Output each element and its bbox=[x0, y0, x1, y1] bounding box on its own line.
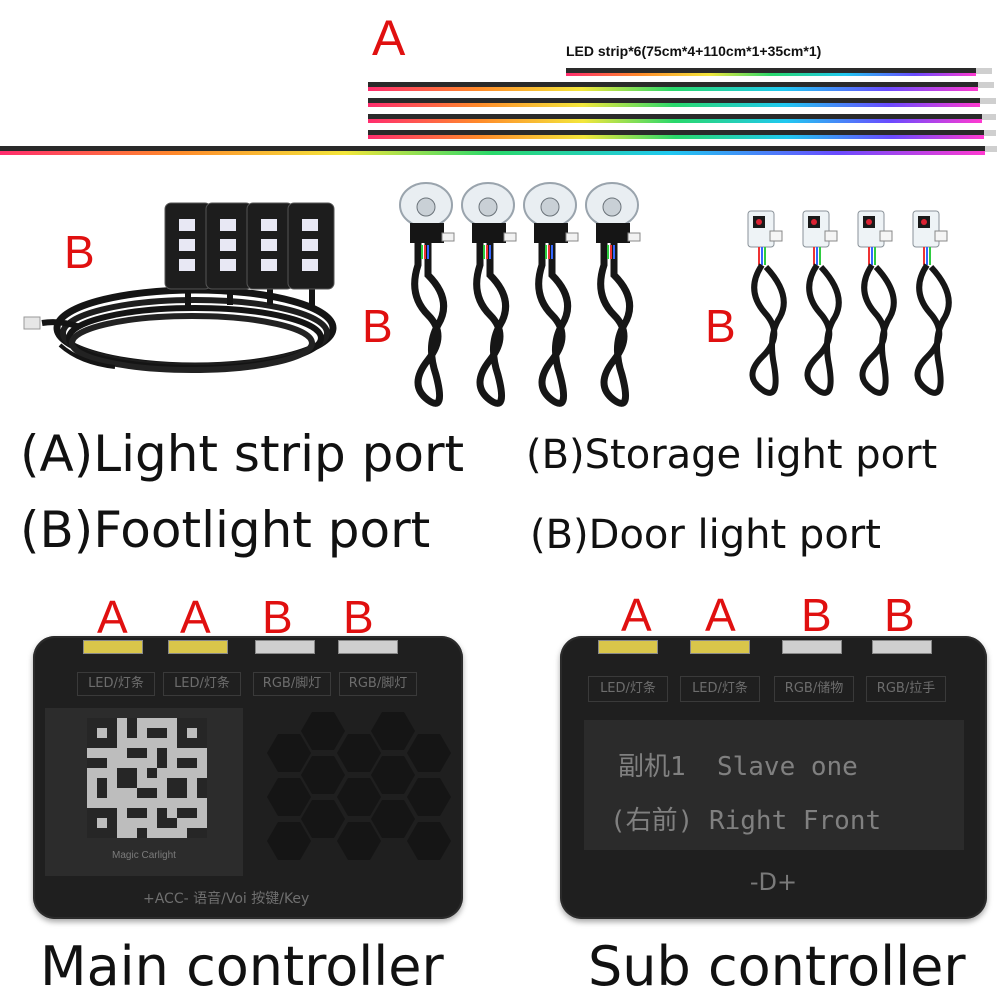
sub-controller-body: LED/灯条 LED/灯条 RGB/储物 RGB/拉手 副机1 Slave on… bbox=[560, 636, 987, 919]
caption-storage-light-port: (B)Storage light port bbox=[526, 432, 938, 478]
led-strips bbox=[0, 68, 997, 155]
main-port-connector-4 bbox=[338, 640, 398, 654]
sub-port-connector-4 bbox=[872, 640, 932, 654]
main-port-letter-4: B bbox=[343, 591, 374, 643]
hex-button bbox=[337, 822, 381, 860]
caption-light-strip-port: (A)Light strip port bbox=[20, 425, 465, 483]
hex-button bbox=[407, 734, 451, 772]
hex-button-grid bbox=[259, 704, 451, 884]
storage-letter-b: B bbox=[362, 300, 393, 352]
sub-port-connector-2 bbox=[690, 640, 750, 654]
main-port-letter-3: B bbox=[262, 591, 293, 643]
caption-footlight-port: (B)Footlight port bbox=[20, 501, 431, 559]
footlight-letter-b: B bbox=[64, 226, 95, 278]
main-port-tag-3: RGB/脚灯 bbox=[253, 672, 331, 696]
sub-port-tag-3: RGB/储物 bbox=[774, 676, 854, 702]
sub-port-connector-3 bbox=[782, 640, 842, 654]
hex-button bbox=[371, 712, 415, 750]
sub-port-letter-4: B bbox=[884, 589, 915, 641]
main-controller-body: LED/灯条 LED/灯条 RGB/脚灯 RGB/脚灯 Magic Carlig… bbox=[33, 636, 463, 919]
sub-line-slave-one: 副机1 Slave one bbox=[618, 752, 858, 782]
sub-port-tag-1: LED/灯条 bbox=[588, 676, 668, 702]
main-port-tag-1: LED/灯条 bbox=[77, 672, 155, 696]
hex-button bbox=[267, 734, 311, 772]
hex-button bbox=[337, 734, 381, 772]
hex-button bbox=[371, 800, 415, 838]
main-port-tag-2: LED/灯条 bbox=[163, 672, 241, 696]
led-strip-3 bbox=[368, 98, 980, 107]
sub-port-letter-3: B bbox=[801, 589, 832, 641]
hex-button bbox=[407, 822, 451, 860]
main-port-connector-1 bbox=[83, 640, 143, 654]
led-strip-1 bbox=[566, 68, 976, 76]
hex-button bbox=[267, 822, 311, 860]
sub-port-letter-2: A bbox=[705, 589, 736, 641]
main-port-tag-4: RGB/脚灯 bbox=[339, 672, 417, 696]
led-strip-6 bbox=[0, 146, 985, 155]
sub-info-panel: 副机1 Slave one (右前) Right Front bbox=[584, 720, 964, 850]
sub-bottom-label: -D+ bbox=[749, 868, 798, 896]
qr-code-icon bbox=[87, 718, 207, 838]
hex-button bbox=[301, 756, 345, 794]
footlight-module-image bbox=[23, 202, 337, 373]
main-qr-panel: Magic Carlight bbox=[45, 708, 243, 876]
storage-light-image bbox=[398, 170, 673, 420]
main-bottom-label: +ACC- 语音/Voi 按键/Key bbox=[143, 891, 310, 907]
main-port-letter-1: A bbox=[97, 591, 128, 643]
hex-button bbox=[301, 712, 345, 750]
sub-port-connector-1 bbox=[598, 640, 658, 654]
hex-button bbox=[407, 778, 451, 816]
hex-button bbox=[267, 778, 311, 816]
hex-button bbox=[337, 778, 381, 816]
hex-button bbox=[371, 756, 415, 794]
main-port-connector-3 bbox=[255, 640, 315, 654]
strip-spec-label: LED strip*6(75cm*4+110cm*1+35cm*1) bbox=[566, 43, 822, 59]
qr-caption: Magic Carlight bbox=[112, 850, 176, 861]
sub-port-letter-1: A bbox=[621, 589, 652, 641]
door-light-image bbox=[740, 200, 985, 410]
sub-line-right-front: (右前) Right Front bbox=[610, 806, 882, 836]
caption-door-light-port: (B)Door light port bbox=[530, 512, 881, 558]
sub-controller-label: Sub controller bbox=[588, 935, 966, 998]
main-controller-label: Main controller bbox=[40, 935, 444, 998]
led-strip-2 bbox=[368, 82, 978, 91]
sub-port-tag-2: LED/灯条 bbox=[680, 676, 760, 702]
main-port-letter-2: A bbox=[180, 591, 211, 643]
led-strip-4 bbox=[368, 114, 982, 123]
door-letter-b: B bbox=[705, 300, 736, 352]
hex-button bbox=[301, 800, 345, 838]
led-strip-5 bbox=[368, 130, 984, 139]
sub-port-tag-4: RGB/拉手 bbox=[866, 676, 946, 702]
strip-letter-a: A bbox=[372, 10, 406, 66]
main-port-connector-2 bbox=[168, 640, 228, 654]
